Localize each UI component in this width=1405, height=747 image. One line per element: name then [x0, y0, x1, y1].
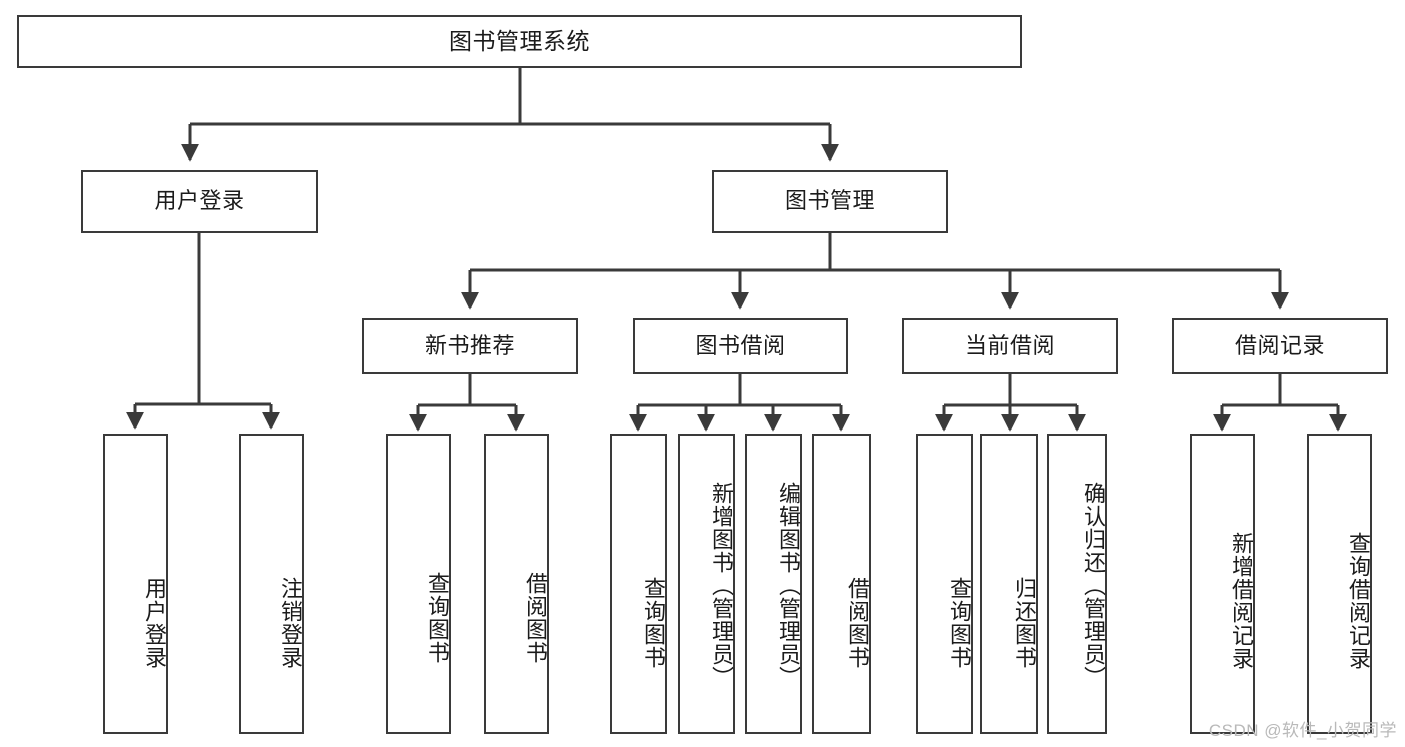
node-label: 查询图书	[641, 576, 666, 669]
node-leaf-query-book-2[interactable]: 查询图书	[610, 434, 667, 734]
node-label: 新增借阅记录	[1229, 532, 1254, 670]
node-label: 借阅记录	[1234, 332, 1325, 358]
node-book-borrow[interactable]: 图书借阅	[633, 318, 848, 374]
node-root-system[interactable]: 图书管理系统	[17, 15, 1022, 68]
node-leaf-add-book[interactable]: 新增图书（管理员）	[678, 434, 735, 734]
node-label: 图书管理系统	[449, 27, 590, 54]
node-leaf-borrow-book-2[interactable]: 借阅图书	[812, 434, 871, 734]
node-leaf-query-record[interactable]: 查询借阅记录	[1307, 434, 1372, 734]
node-user-login[interactable]: 用户登录	[81, 170, 318, 233]
watermark-text: CSDN @软件_小贺同学	[1208, 721, 1397, 740]
node-leaf-query-book-1[interactable]: 查询图书	[386, 434, 451, 734]
node-label: 借阅图书	[845, 576, 870, 669]
node-label: 用户登录	[142, 576, 167, 669]
node-label: 用户登录	[154, 188, 245, 214]
node-label: 编辑图书（管理员）	[776, 481, 801, 689]
node-label: 新书推荐	[424, 332, 515, 358]
node-label: 图书管理	[784, 188, 875, 214]
node-label: 新增图书（管理员）	[709, 481, 734, 689]
node-book-manage[interactable]: 图书管理	[712, 170, 948, 233]
node-label: 注销登录	[278, 576, 303, 669]
node-label: 归还图书	[1012, 576, 1037, 669]
node-leaf-query-book-3[interactable]: 查询图书	[916, 434, 973, 734]
node-label: 确认归还（管理员）	[1081, 481, 1106, 689]
node-leaf-borrow-book-1[interactable]: 借阅图书	[484, 434, 549, 734]
node-label: 借阅图书	[523, 571, 548, 664]
node-leaf-add-record[interactable]: 新增借阅记录	[1190, 434, 1255, 734]
node-leaf-user-login[interactable]: 用户登录	[103, 434, 168, 734]
node-leaf-edit-book[interactable]: 编辑图书（管理员）	[745, 434, 802, 734]
node-label: 查询借阅记录	[1346, 532, 1371, 670]
node-current-borrow[interactable]: 当前借阅	[902, 318, 1118, 374]
node-leaf-user-logout[interactable]: 注销登录	[239, 434, 304, 734]
node-borrow-record[interactable]: 借阅记录	[1172, 318, 1388, 374]
node-new-book-recommend[interactable]: 新书推荐	[362, 318, 578, 374]
node-label: 查询图书	[947, 576, 972, 669]
node-label: 当前借阅	[964, 332, 1055, 358]
node-label: 查询图书	[425, 571, 450, 664]
node-label: 图书借阅	[695, 332, 786, 358]
node-leaf-return-book[interactable]: 归还图书	[980, 434, 1038, 734]
node-leaf-confirm-return[interactable]: 确认归还（管理员）	[1047, 434, 1107, 734]
